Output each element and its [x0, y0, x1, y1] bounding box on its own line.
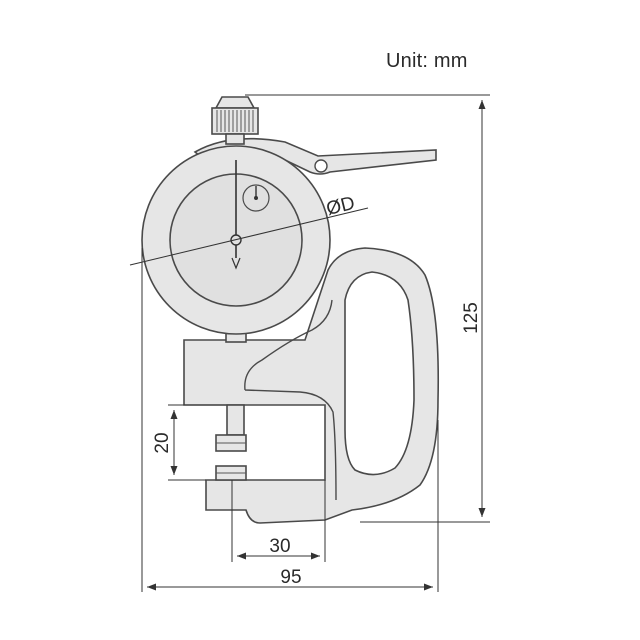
height-dimension: 125: [245, 94, 490, 523]
diameter-label: ØD: [324, 193, 357, 220]
svg-text:20: 20: [152, 432, 173, 453]
width-dimension: 95: [141, 248, 439, 592]
lever-pivot: [314, 159, 328, 173]
diameter-leader-line: [129, 207, 369, 266]
anvil: [215, 465, 247, 481]
unit-label: Unit: mm: [386, 50, 468, 72]
gauge-frame: [183, 247, 440, 524]
svg-text:125: 125: [461, 302, 482, 334]
svg-text:30: 30: [269, 536, 290, 557]
frame-inner-contour: [244, 299, 337, 501]
measuring-range-dimension: 20: [152, 404, 226, 481]
throat-depth-dimension: 30: [231, 480, 326, 562]
svg-text:95: 95: [280, 567, 301, 588]
spindle: [215, 404, 247, 452]
knurled-knob-icon: [211, 96, 259, 145]
